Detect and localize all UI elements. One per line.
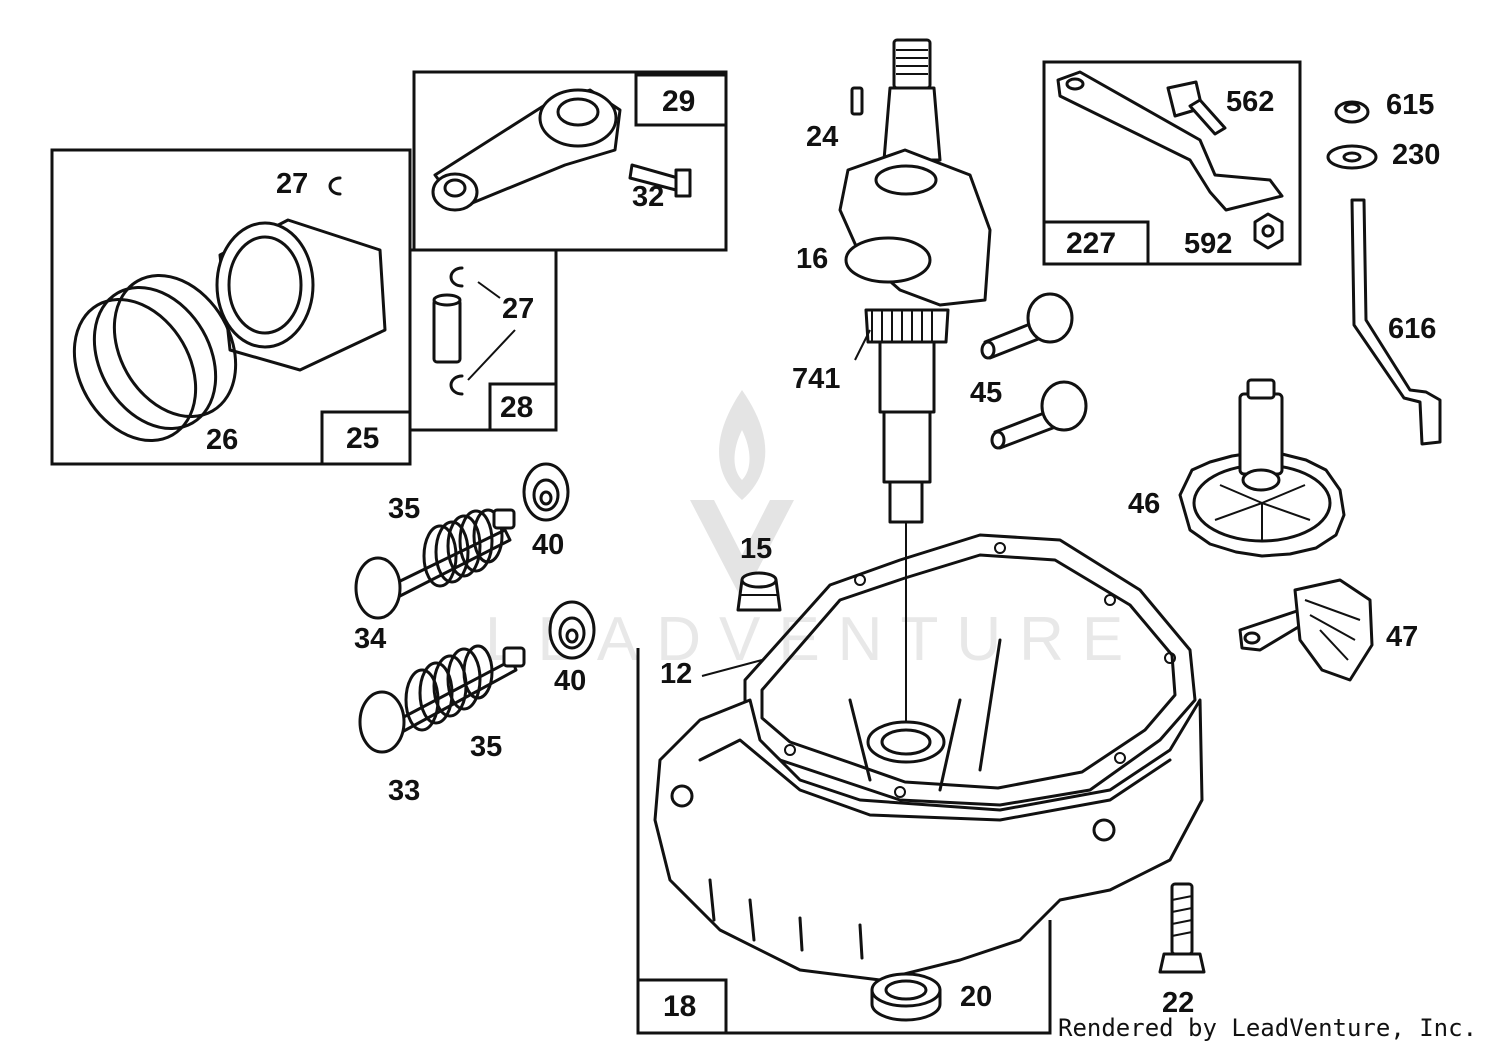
label-47: 47 bbox=[1386, 621, 1418, 653]
lever-nut-part bbox=[1253, 212, 1284, 250]
piston-part bbox=[215, 218, 387, 372]
label-46: 46 bbox=[1128, 488, 1160, 520]
governor-assembly-part bbox=[1238, 578, 1374, 682]
label-33: 33 bbox=[388, 775, 420, 807]
oil-seal-45-top bbox=[980, 292, 1074, 360]
piston-box: 25 27 26 bbox=[50, 148, 412, 466]
retainer-clip-bottom bbox=[449, 374, 464, 396]
wrist-pin-part bbox=[432, 293, 462, 364]
label-26: 26 bbox=[206, 424, 238, 456]
label-227: 227 bbox=[1066, 227, 1116, 260]
retainer-clip-top bbox=[449, 266, 464, 288]
label-35-top: 35 bbox=[388, 493, 420, 525]
label-592: 592 bbox=[1184, 228, 1232, 260]
label-34: 34 bbox=[354, 623, 386, 655]
governor-crank-616-part bbox=[1350, 198, 1442, 446]
label-616: 616 bbox=[1388, 313, 1436, 345]
label-45: 45 bbox=[970, 377, 1002, 409]
oil-seal-20-part bbox=[870, 972, 942, 1022]
label-12: 12 bbox=[660, 658, 692, 690]
oil-seal-45-bottom bbox=[990, 380, 1088, 450]
label-741: 741 bbox=[792, 363, 840, 395]
connecting-rod-box: 29 32 bbox=[412, 70, 728, 252]
label-562: 562 bbox=[1226, 86, 1274, 118]
retainer-615-part bbox=[1334, 100, 1370, 124]
label-230: 230 bbox=[1392, 139, 1440, 171]
crankcase-box: 18 bbox=[636, 648, 1052, 1035]
label-16: 16 bbox=[796, 243, 828, 275]
label-24: 24 bbox=[806, 121, 838, 153]
bolt-22-part bbox=[1158, 882, 1206, 974]
label-32: 32 bbox=[632, 181, 664, 213]
intake-valve-33-and-spring bbox=[358, 644, 526, 754]
label-18: 18 bbox=[663, 990, 696, 1023]
exhaust-valve-34-and-spring bbox=[354, 508, 516, 620]
gasket-12-part bbox=[743, 533, 1197, 807]
label-35-bottom: 35 bbox=[470, 731, 502, 763]
washer-230-part bbox=[1326, 144, 1378, 170]
governor-lever-part bbox=[1056, 70, 1284, 212]
valve-retainer-40-bottom bbox=[548, 600, 596, 660]
valve-retainer-40-top bbox=[522, 462, 570, 522]
breather-15-part bbox=[736, 571, 782, 612]
rod-bolt-part bbox=[628, 163, 692, 198]
label-27-pin: 27 bbox=[502, 293, 534, 325]
label-20: 20 bbox=[960, 981, 992, 1013]
label-22: 22 bbox=[1162, 987, 1194, 1019]
crankcase-sump-part bbox=[653, 638, 1204, 982]
label-15: 15 bbox=[740, 533, 772, 565]
crankshaft-part bbox=[838, 38, 992, 524]
label-25: 25 bbox=[346, 422, 379, 455]
label-28: 28 bbox=[500, 391, 533, 424]
snap-ring-part bbox=[328, 176, 342, 196]
governor-lever-box: 227 562 592 bbox=[1042, 60, 1302, 266]
rendered-by-credit: Rendered by LeadVenture, Inc. bbox=[1058, 1014, 1478, 1042]
connecting-rod-part bbox=[431, 88, 622, 212]
lever-bolt-part bbox=[1166, 80, 1227, 136]
camshaft-gear-part bbox=[1178, 378, 1346, 558]
label-615: 615 bbox=[1386, 89, 1434, 121]
wrist-pin-box: 28 27 bbox=[408, 248, 558, 432]
label-40-bottom: 40 bbox=[554, 665, 586, 697]
label-40-top: 40 bbox=[532, 529, 564, 561]
label-29: 29 bbox=[662, 85, 695, 118]
key-part bbox=[850, 86, 864, 116]
piston-rings-part bbox=[72, 273, 238, 443]
label-27-piston: 27 bbox=[276, 168, 308, 200]
